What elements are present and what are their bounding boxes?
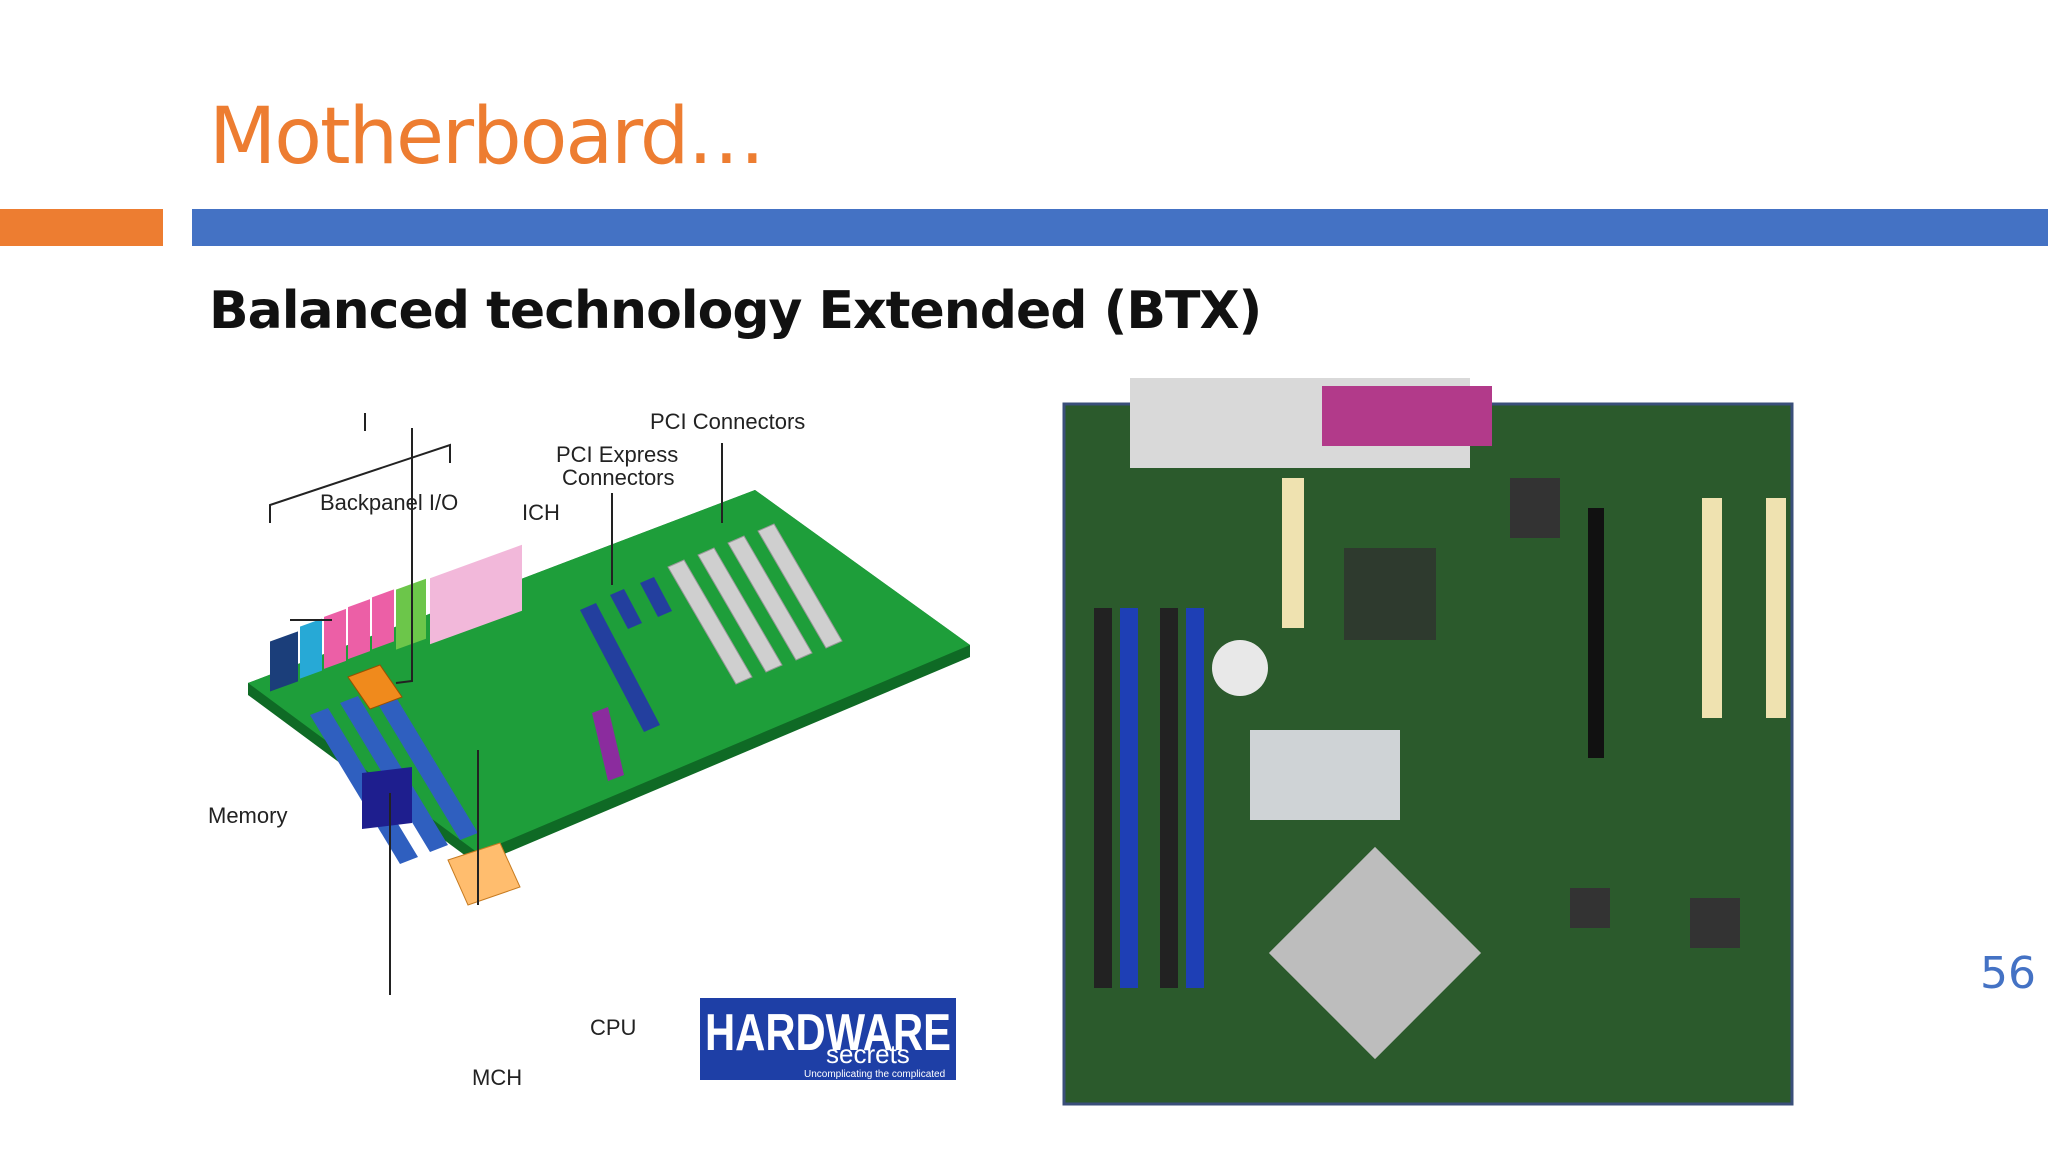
pcie-slot-small1 [610,589,642,629]
ich-chip [347,664,403,710]
photo-chipset [1344,548,1436,640]
io-block-cyan [300,618,322,679]
leader-ich [395,428,413,684]
btx-diagram: PCI Connectors PCI Express Connectors Ba… [208,409,970,1090]
photo-memory-slot-4 [1186,608,1204,988]
photo-chip-2 [1510,478,1560,538]
photo-parallel-port [1322,386,1492,446]
photo-cpu-socket [1268,846,1482,1060]
label-pci-express-1: PCI Express [556,442,678,467]
io-block-pink2 [348,599,370,660]
pci-slot-1 [667,559,753,685]
photo-pci-slot-3 [1766,498,1786,718]
label-ich: ICH [522,500,560,525]
accent-bar-orange [0,209,163,246]
photo-chip-4 [1570,888,1610,928]
io-block-pink3 [372,589,394,650]
motherboard-photo [1062,378,1794,1106]
pcie-slot-small2 [640,577,672,617]
label-backpanel-io: Backpanel I/O [320,490,458,515]
photo-memory-slot-3 [1160,608,1178,988]
photo-pci-slot-2 [1702,498,1722,718]
leader-backpanel [269,443,451,523]
label-cpu: CPU [590,1015,636,1040]
io-block-lightpink [430,544,522,645]
logo-main: HARDWARE [705,1004,951,1062]
photo-memory-slot-1 [1094,608,1112,988]
page-number: 56 [1980,948,2036,999]
mch-chip [362,767,412,829]
io-block-blue [270,631,298,692]
photo-pci-slot-1 [1282,478,1304,628]
photo-battery [1212,640,1268,696]
label-pci-express-2: Connectors [562,465,675,490]
pcie-slot-long [580,603,660,732]
photo-chip-3 [1690,898,1740,948]
io-block-pink1 [324,608,346,669]
label-memory: Memory [208,803,287,828]
label-pci-connectors: PCI Connectors [650,409,805,434]
logo-tagline: Uncomplicating the complicated [804,1069,945,1080]
hardware-secrets-logo: HARDWARE secrets Uncomplicating the comp… [700,998,956,1080]
cpu-chip [447,842,521,906]
photo-pcie-slot [1588,508,1604,758]
label-mch: MCH [472,1065,522,1090]
pci-slot-3 [727,535,813,661]
pci-slot-2 [697,547,783,673]
logo-sub: secrets [826,1039,910,1069]
slide-title: Motherboard… [209,92,765,182]
photo-heatsink [1250,730,1400,820]
memory-slot-3 [370,684,478,840]
purple-slot [592,707,624,781]
photo-memory-slot-2 [1120,608,1138,988]
pci-slot-4 [757,523,843,649]
slide-subtitle: Balanced technology Extended (BTX) [209,281,1262,341]
accent-bar-blue [192,209,2048,246]
